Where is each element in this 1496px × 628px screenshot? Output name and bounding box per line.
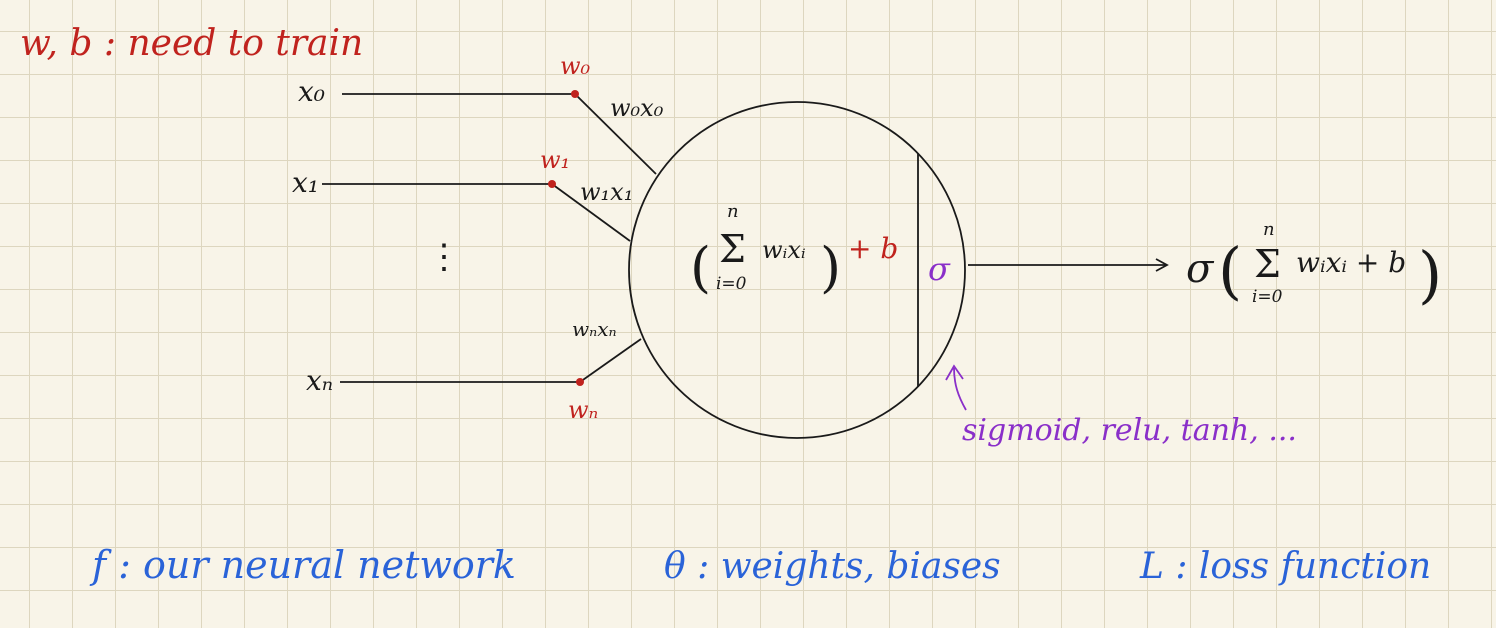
neuron-sum-bottom: i=0 [716,274,747,294]
output-sum-symbol: Σ [1254,242,1281,286]
footer-f-note: f : our neural network [89,543,516,587]
product-label-w1x1: w₁x₁ [580,178,633,206]
product-label-wnxn: wₙxₙ [572,317,617,341]
footer-loss-note: L : loss function [1139,546,1431,587]
neuron-activation-symbol: σ [928,250,951,288]
output-sum-top: n [1263,219,1275,240]
neuron-close-paren: ) [820,236,841,299]
neuron-sum-top: n [727,201,739,222]
output-term: wᵢxᵢ + b [1296,246,1406,279]
input-label-xn: xₙ [306,364,333,397]
weight-dot-wn [576,378,584,386]
neuron-bias-term: + b [848,232,898,265]
header-note: w, b : need to train [20,23,363,64]
activation-note: sigmoid, relu, tanh, ... [962,413,1297,448]
footer-theta-note: θ : weights, biases [664,546,1001,587]
connection-wn [579,338,642,383]
output-sigma: σ [1186,246,1215,292]
input-label-x0: x₀ [298,75,325,108]
product-label-w0x0: w₀x₀ [610,94,664,122]
weight-label-w0: w₀ [560,52,591,80]
neuron-open-paren: ( [690,236,711,299]
neuron-circle [628,101,966,439]
weight-label-wn: wₙ [568,396,598,424]
weight-label-w1: w₁ [540,146,570,174]
output-sum-bottom: i=0 [1252,287,1283,307]
weight-dot-w0 [571,90,579,98]
weight-dot-w1 [548,180,556,188]
neuron-sum-symbol: Σ [719,227,746,271]
neuron-sum-term: wᵢxᵢ [762,236,806,264]
input-ellipsis: ⋮ [427,237,461,277]
activation-pointer-arrow [945,364,967,411]
connection-w0 [574,93,657,175]
output-close-paren: ) [1418,238,1442,311]
output-open-paren: ( [1218,234,1242,307]
input-label-x1: x₁ [292,166,319,199]
connection-w1 [551,183,631,242]
